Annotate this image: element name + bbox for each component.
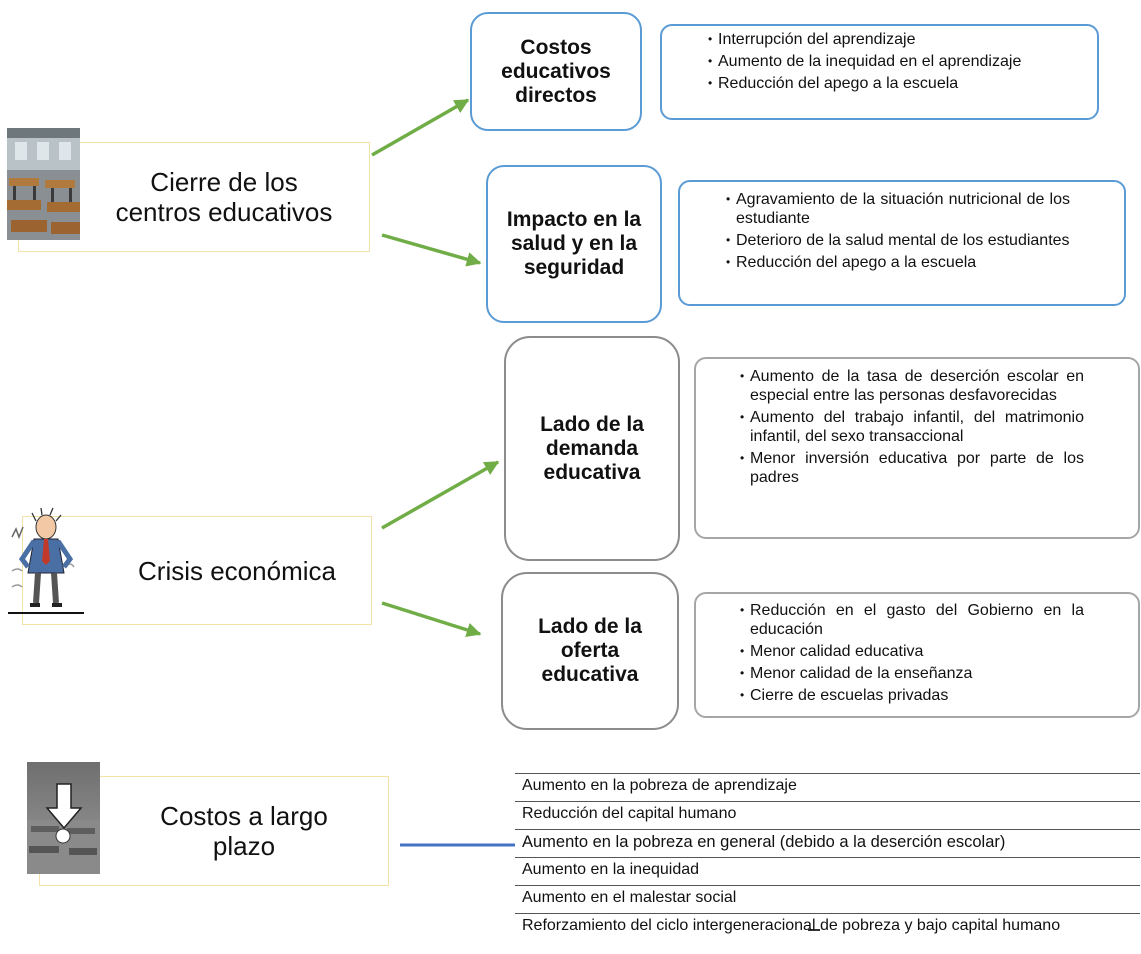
long-term-item: Reforzamiento del ciclo intergeneraciona… bbox=[515, 913, 1140, 954]
arrow-to-costos-directos bbox=[371, 98, 470, 157]
long-term-item: Aumento en el malestar social bbox=[515, 885, 1140, 911]
detail-item: Cierre de escuelas privadas bbox=[740, 686, 1084, 705]
detail-item: Menor inversión educativa por parte de l… bbox=[740, 449, 1084, 487]
detail-box-costos-directos: Interrupción del aprendizaje Aumento de … bbox=[660, 24, 1099, 120]
detail-item: Agravamiento de la situación nutricional… bbox=[726, 190, 1070, 228]
detail-item: Menor calidad educativa bbox=[740, 642, 1084, 661]
arrow-to-lado-demanda bbox=[381, 460, 500, 530]
stressed-man-icon bbox=[8, 507, 84, 615]
detail-item: Aumento de la tasa de deserción escolar … bbox=[740, 367, 1084, 405]
detail-item: Reducción en el gasto del Gobierno en la… bbox=[740, 601, 1084, 639]
detail-box-lado-oferta: Reducción en el gasto del Gobierno en la… bbox=[694, 592, 1140, 718]
detail-item: Aumento de la inequidad en el aprendizaj… bbox=[708, 52, 1073, 71]
source-label-crisis: Crisis económica bbox=[138, 555, 336, 586]
branch-title-lado-demanda: Lado de la demanda educativa bbox=[540, 412, 644, 484]
detail-box-lado-demanda: Aumento de la tasa de deserción escolar … bbox=[694, 357, 1140, 539]
arrow-to-impacto-salud bbox=[381, 233, 482, 267]
detail-box-impacto-salud: Agravamiento de la situación nutricional… bbox=[678, 180, 1126, 306]
detail-item: Aumento del trabajo infantil, del matrim… bbox=[740, 408, 1084, 446]
long-term-item: Aumento en la pobreza en general (debido… bbox=[515, 829, 1140, 855]
branch-impacto-salud: Impacto en la salud y en la seguridad bbox=[486, 165, 662, 323]
long-term-item: Aumento en la pobreza de aprendizaje bbox=[515, 773, 1140, 799]
long-term-item: Reducción del capital humano bbox=[515, 801, 1140, 827]
detail-item: Deterioro de la salud mental de los estu… bbox=[726, 231, 1070, 250]
detail-item: Interrupción del aprendizaje bbox=[708, 30, 1073, 49]
branch-lado-demanda: Lado de la demanda educativa bbox=[504, 336, 680, 561]
branch-title-costos-directos: Costos educativos directos bbox=[501, 35, 611, 107]
detail-item: Reducción del apego a la escuela bbox=[708, 74, 1073, 93]
source-label-cierre: Cierre de los centros educativos bbox=[115, 167, 333, 227]
source-label-largo-plazo: Costos a largo plazo bbox=[160, 801, 328, 861]
down-arrow-photo-icon bbox=[27, 762, 100, 874]
detail-item: Menor calidad de la enseñanza bbox=[740, 664, 1084, 683]
detail-item: Reducción del apego a la escuela bbox=[726, 253, 1070, 272]
branch-costos-directos: Costos educativos directos bbox=[470, 12, 642, 131]
source-box-crisis: Crisis económica bbox=[22, 516, 372, 625]
classroom-photo-icon bbox=[7, 128, 80, 240]
branch-title-impacto-salud: Impacto en la salud y en la seguridad bbox=[506, 208, 642, 279]
branch-title-lado-oferta: Lado de la oferta educativa bbox=[538, 615, 642, 686]
arrow-to-lado-oferta bbox=[381, 601, 482, 638]
branch-lado-oferta: Lado de la oferta educativa bbox=[501, 572, 679, 730]
long-term-item: Aumento en la inequidad bbox=[515, 857, 1140, 883]
